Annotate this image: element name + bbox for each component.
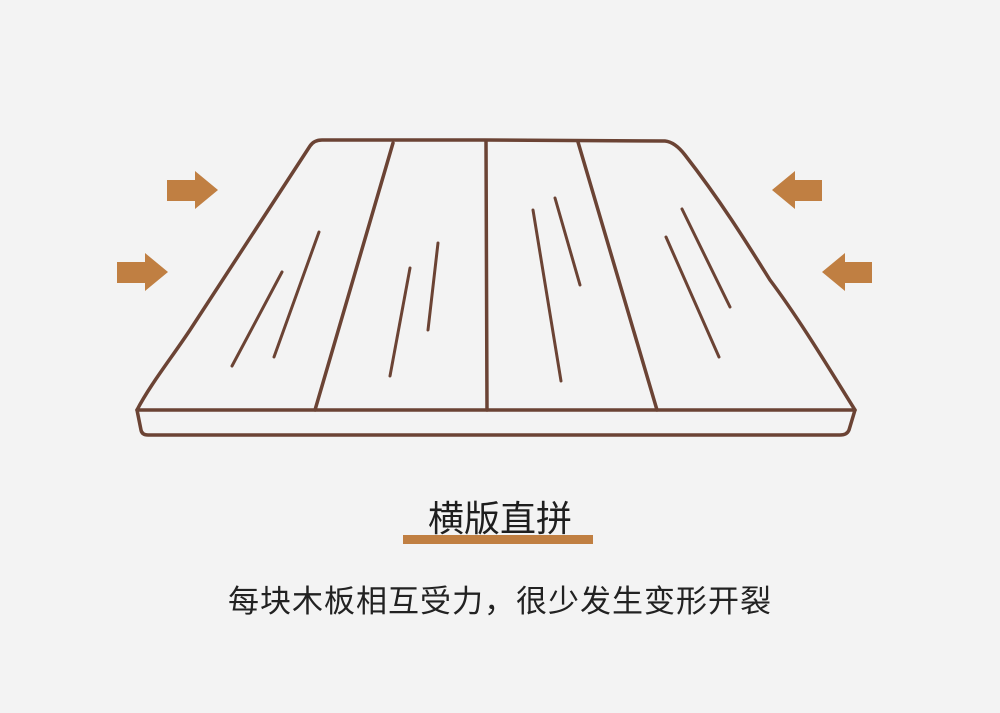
board-top-outline: [135, 138, 857, 412]
plank-seam: [576, 140, 659, 412]
arrow-right-icon: [167, 171, 218, 209]
arrow-left-icon: [822, 253, 872, 291]
arrow-right-icon: [117, 253, 168, 291]
plank-seam: [313, 141, 395, 412]
title-underline: [403, 535, 593, 544]
title: 横版直拼: [427, 499, 572, 540]
force-arrows: [117, 171, 872, 291]
plank-seam: [484, 139, 489, 412]
arrow-left-icon: [772, 171, 822, 209]
board-front-edge: [135, 408, 857, 437]
subtitle: 每块木板相互受力，很少发生变形开裂: [228, 584, 772, 620]
wood-grain: [230, 196, 732, 383]
